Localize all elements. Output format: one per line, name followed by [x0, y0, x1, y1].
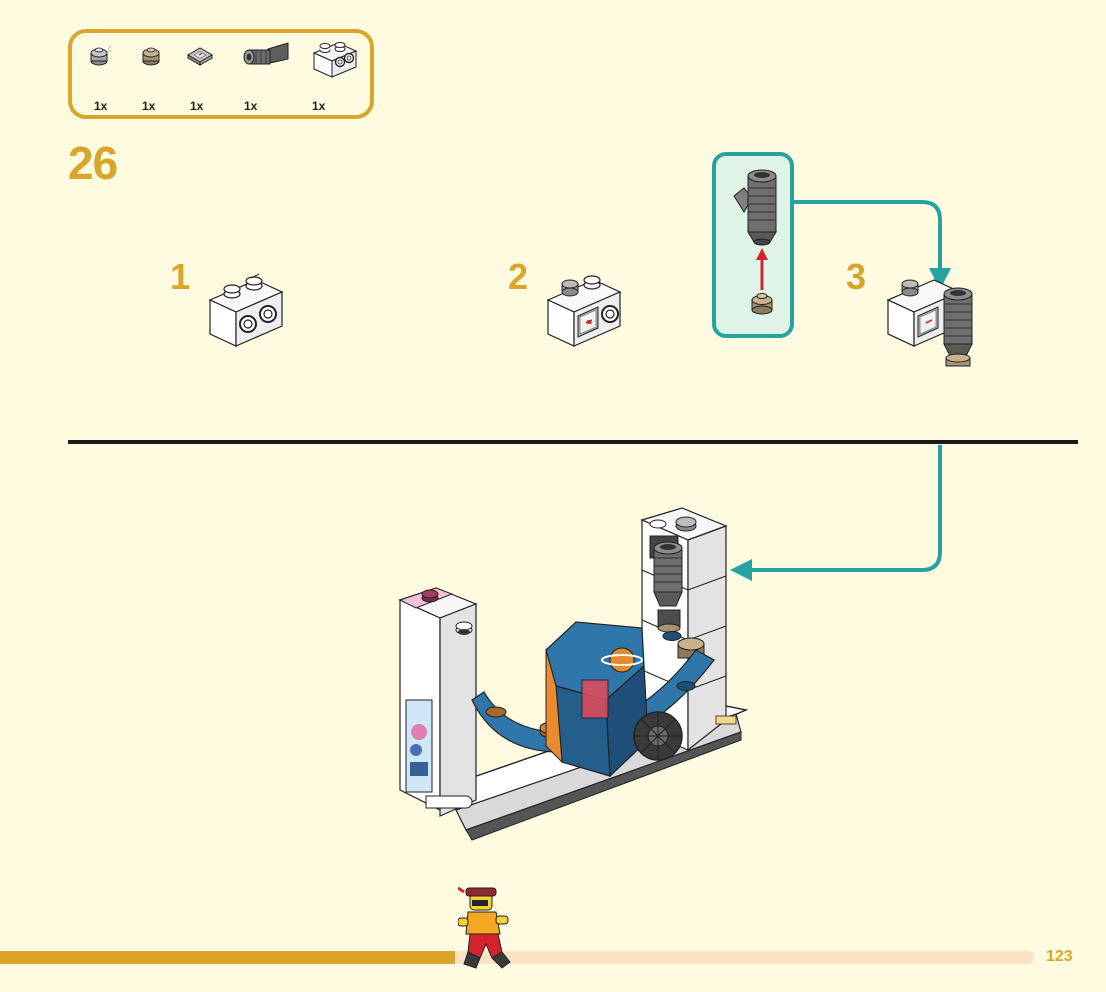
- grey-round-plate-1x1-icon: [88, 41, 114, 71]
- step-number: 26: [68, 137, 118, 189]
- white-brick-assembly-step1: [208, 273, 284, 347]
- part-qty: 1x: [94, 99, 108, 113]
- completed-engine-assembly-step3: [886, 279, 973, 367]
- part-qty: 1x: [312, 99, 326, 113]
- main-model-illustration: [398, 507, 749, 841]
- part-qty: 1x: [190, 99, 204, 113]
- substep-number: 2: [508, 256, 529, 297]
- page-number: 123: [1046, 948, 1073, 965]
- gauge-tile-1x1-icon: [184, 41, 216, 71]
- white-brick-1x2-studs-on-side-icon: [310, 37, 360, 81]
- progress-bar-fill: [0, 951, 455, 964]
- brick-with-plate-and-gauge-step2: [546, 275, 622, 347]
- sub-assembly-callout: [712, 152, 794, 338]
- dark-grey-jet-engine-icon: [240, 41, 292, 71]
- substep-number: 1: [170, 256, 191, 297]
- jet-engine-onto-tan-plate-illustration: [733, 169, 777, 315]
- step-divider: [68, 440, 1078, 444]
- parts-list: 1x 1x 1x 1x: [68, 29, 374, 119]
- minifigure-mascot-icon: [458, 886, 511, 969]
- part-qty: 1x: [244, 99, 258, 113]
- substep-number: 3: [846, 256, 867, 297]
- part-qty: 1x: [142, 99, 156, 113]
- tan-round-plate-1x1-icon: [140, 41, 166, 71]
